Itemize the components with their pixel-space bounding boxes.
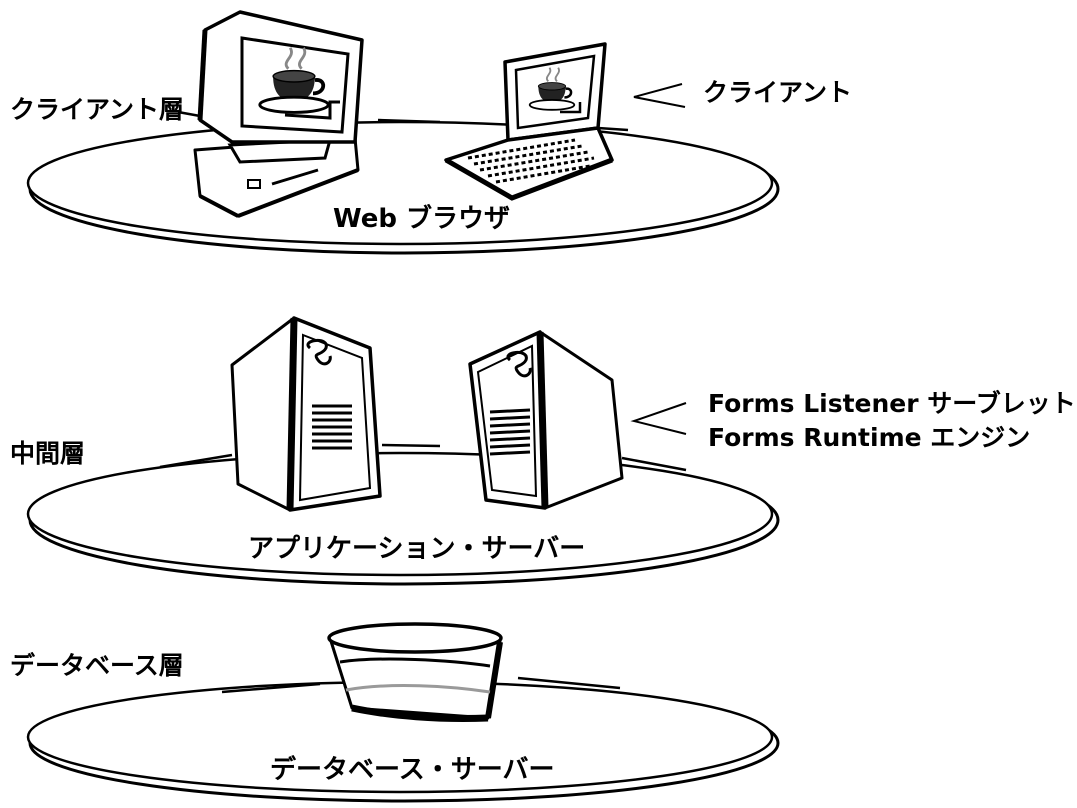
middle-tier-platform — [26, 451, 780, 586]
forms-runtime-label: Forms Runtime エンジン — [708, 423, 1031, 452]
laptop-icon — [444, 42, 614, 201]
client-callout-label: クライアント — [703, 78, 853, 107]
web-browser-label: Web ブラウザ — [333, 204, 511, 234]
client-tier-label: クライアント層 — [10, 95, 185, 124]
middle-callout-pointer — [630, 402, 687, 435]
desktop-computer-icon — [193, 10, 364, 218]
middle-tier-label: 中間層 — [10, 439, 86, 468]
application-server-label: アプリケーション・サーバー — [248, 534, 586, 564]
database-server-label: データベース・サーバー — [270, 755, 555, 785]
forms-listener-label: Forms Listener サーブレット — [708, 389, 1076, 418]
server-tower-icon — [230, 316, 382, 512]
database-icon — [327, 622, 503, 723]
database-tier-platform — [26, 680, 780, 803]
server-tower-icon — [468, 330, 624, 510]
client-callout-pointer — [633, 83, 686, 108]
database-tier-label: データベース層 — [10, 651, 184, 680]
